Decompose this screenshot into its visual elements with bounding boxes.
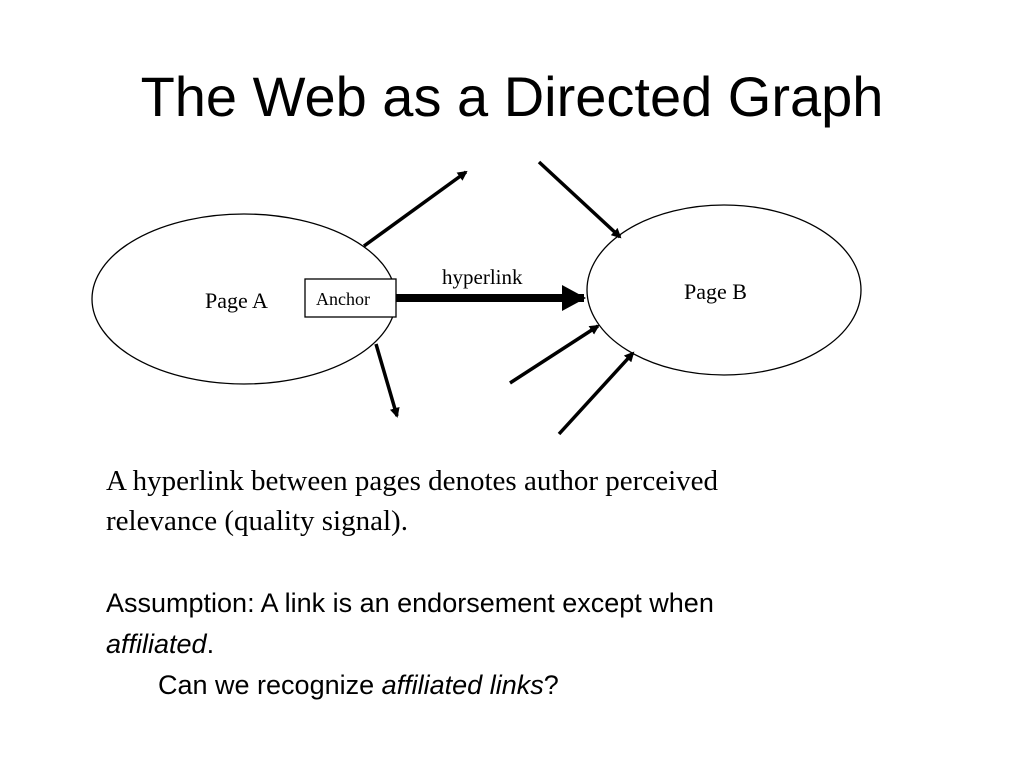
hyperlink-statement-line-2: relevance (quality signal). — [106, 505, 408, 537]
slide-body: A hyperlink between pages denotes author… — [106, 461, 986, 706]
page-a-label: Page A — [205, 288, 268, 313]
assumption-statement: Assumption: A link is an endorsement exc… — [106, 583, 986, 665]
page-a-out-edge-down — [374, 343, 400, 418]
affiliated-question: Can we recognize affiliated links? — [106, 665, 986, 706]
anchor-box — [304, 278, 397, 318]
hyperlink-statement-line-1: A hyperlink between pages denotes author… — [106, 465, 719, 497]
page-b-label: Page B — [684, 279, 747, 304]
affiliated-term: affiliated — [106, 629, 207, 659]
hyperlink-edge-label: hyperlink — [442, 265, 523, 289]
hyperlink-statement: A hyperlink between pages denotes author… — [106, 461, 986, 541]
affiliated-links-term: affiliated links — [381, 670, 544, 700]
page-b-in-edge-bottom-1 — [509, 324, 600, 385]
page-b-in-edge-top — [537, 160, 622, 239]
page-b-in-edge-bottom-2 — [557, 351, 635, 436]
slide-title: The Web as a Directed Graph — [140, 65, 884, 128]
assumption-period: . — [206, 629, 215, 659]
question-prefix: Can we recognize — [158, 670, 382, 700]
question-suffix: ? — [543, 670, 559, 700]
page-a-out-edge-up — [362, 170, 468, 248]
assumption-text: Assumption: A link is an endorsement exc… — [106, 588, 714, 618]
page-b-node — [586, 204, 862, 376]
anchor-label: Anchor — [316, 289, 370, 309]
